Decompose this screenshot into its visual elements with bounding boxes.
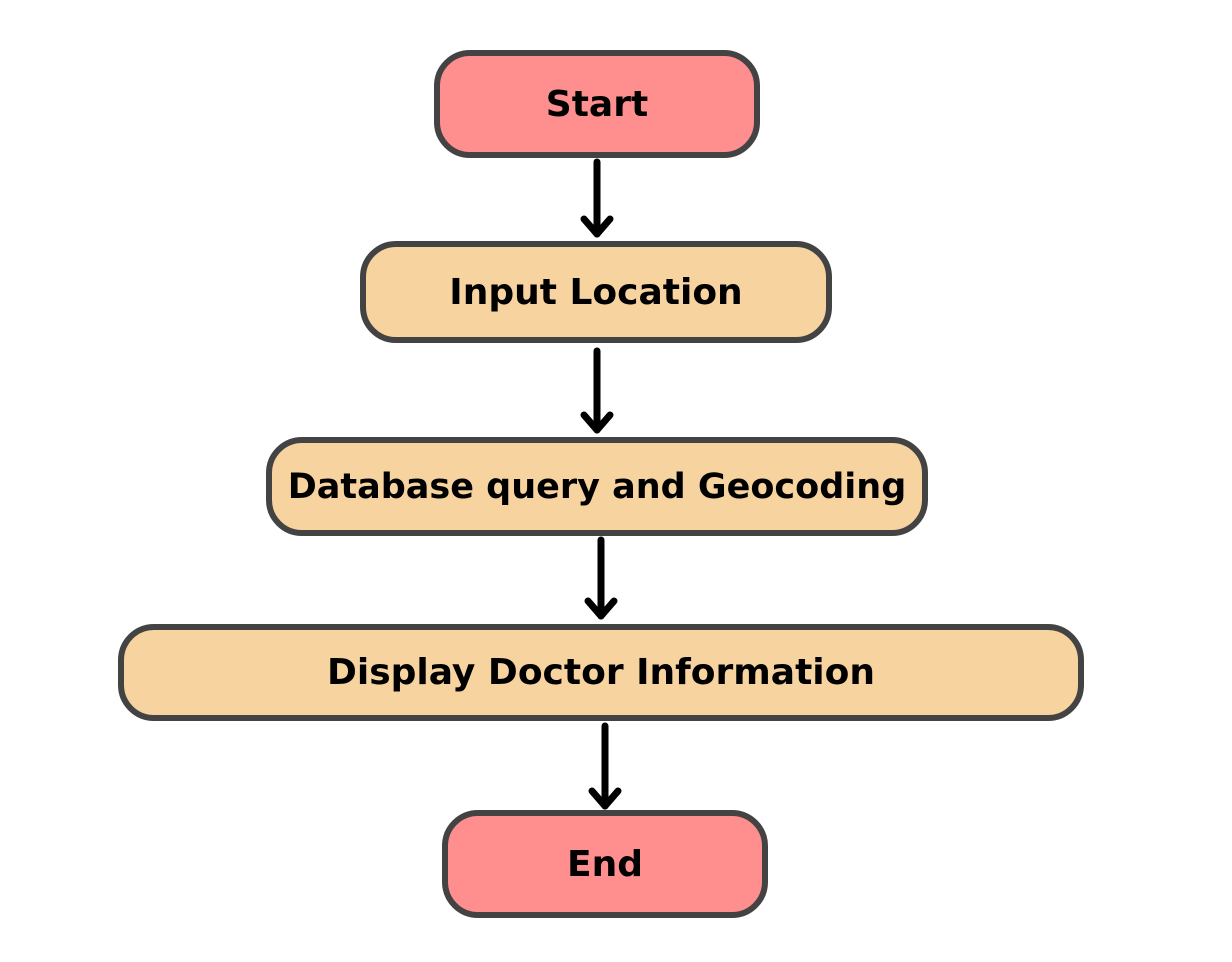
input-location-node: Input Location <box>360 241 832 343</box>
arrow-db-to-display <box>584 536 618 620</box>
database-query-geocoding-node: Database query and Geocoding <box>266 437 928 536</box>
database-query-geocoding-label: Database query and Geocoding <box>287 466 907 507</box>
input-location-label: Input Location <box>449 271 743 313</box>
arrow-start-to-input <box>580 158 614 238</box>
arrow-input-to-db <box>580 347 614 434</box>
start-node: Start <box>434 50 760 158</box>
arrow-display-to-end <box>588 722 622 810</box>
end-node: End <box>442 810 768 918</box>
display-doctor-information-label: Display Doctor Information <box>326 652 875 693</box>
start-label: Start <box>545 83 649 125</box>
end-label: End <box>567 843 643 885</box>
display-doctor-information-node: Display Doctor Information <box>118 624 1084 721</box>
